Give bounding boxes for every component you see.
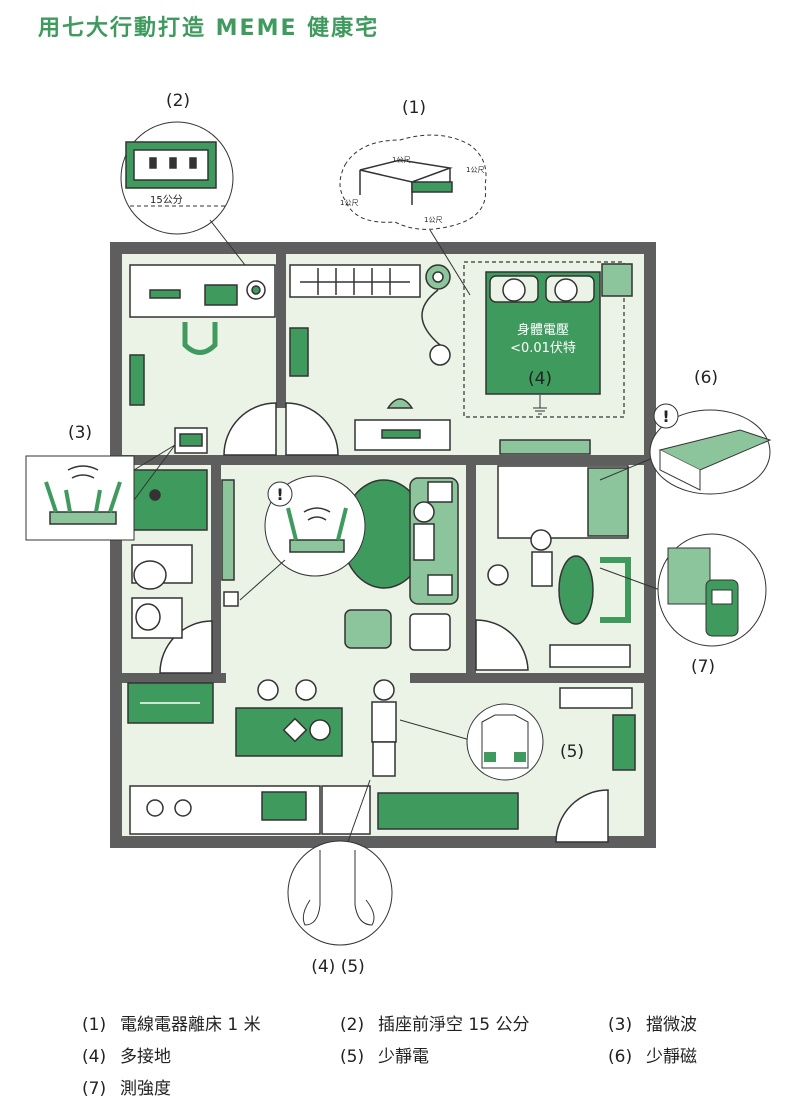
legend-item-6: (6)少靜磁 — [608, 1047, 697, 1067]
bedroom-furniture — [289, 261, 633, 455]
floor-plan-diagram: 身體電壓 <0.01伏特 (4) — [25, 91, 772, 977]
second-bedroom-furniture — [487, 465, 631, 668]
legend-item-4: (4)多接地 — [82, 1047, 171, 1067]
bed-icon — [359, 159, 453, 205]
callout-3: (3) — [68, 423, 92, 443]
bubble1-pointer — [429, 229, 471, 296]
router-icon — [286, 507, 348, 553]
legend-item-3: (3)擋微波 — [608, 1015, 697, 1035]
legend-item-2: (2)插座前淨空 15 公分 — [340, 1015, 530, 1035]
kitchen-furniture — [127, 679, 636, 835]
svg-text:!: ! — [276, 485, 283, 504]
legend-item-1: (1)電線電器離床 1 米 — [82, 1015, 261, 1035]
person-figures — [371, 501, 553, 777]
outlet-icon — [125, 141, 217, 189]
interior-walls — [116, 248, 650, 683]
callout-4-on-bed: (4) — [528, 369, 552, 389]
callout-7: (7) — [691, 657, 715, 677]
bubble1-dim-top: 1公尺 — [392, 156, 410, 164]
bubble2-dim: 15公分 — [150, 194, 183, 206]
callout-5: (5) — [560, 742, 584, 762]
bubble1-dim-right: 1公尺 — [466, 166, 484, 174]
bubble-3-microwave-shield — [25, 455, 135, 541]
warning-icon — [653, 403, 679, 429]
bed-voltage-value: <0.01伏特 — [510, 341, 576, 356]
feet-icon — [302, 850, 321, 926]
callout-4-5: (4) (5) — [311, 957, 365, 977]
legend-item-5: (5)少靜電 — [340, 1047, 429, 1067]
legend-item-7: (7)測強度 — [82, 1079, 171, 1099]
door-swings — [159, 402, 609, 843]
page-title: 用七大行動打造 MEME 健康宅 — [38, 16, 380, 41]
bubble1-dim-bottom: 1公尺 — [424, 216, 442, 224]
callout-2: (2) — [166, 91, 190, 111]
study-furniture — [129, 264, 276, 454]
bed-voltage-label: 身體電壓 — [517, 322, 569, 338]
bubble-5-jacket — [399, 703, 544, 781]
meter-icon — [705, 579, 739, 637]
bubble-feet — [287, 779, 393, 946]
ground-icon — [533, 395, 547, 415]
bubble-7-meter — [599, 533, 767, 647]
router-icon — [44, 465, 122, 525]
warning-icon — [267, 481, 293, 507]
svg-text:!: ! — [662, 407, 669, 426]
callout-1: (1) — [402, 98, 426, 118]
bubble-6-mattress: ! — [599, 403, 772, 495]
callout-6: (6) — [694, 368, 718, 388]
clipboard-icon — [667, 547, 711, 605]
bubble1-dim-left: 1公尺 — [340, 199, 358, 207]
bathroom-furniture — [131, 469, 208, 639]
